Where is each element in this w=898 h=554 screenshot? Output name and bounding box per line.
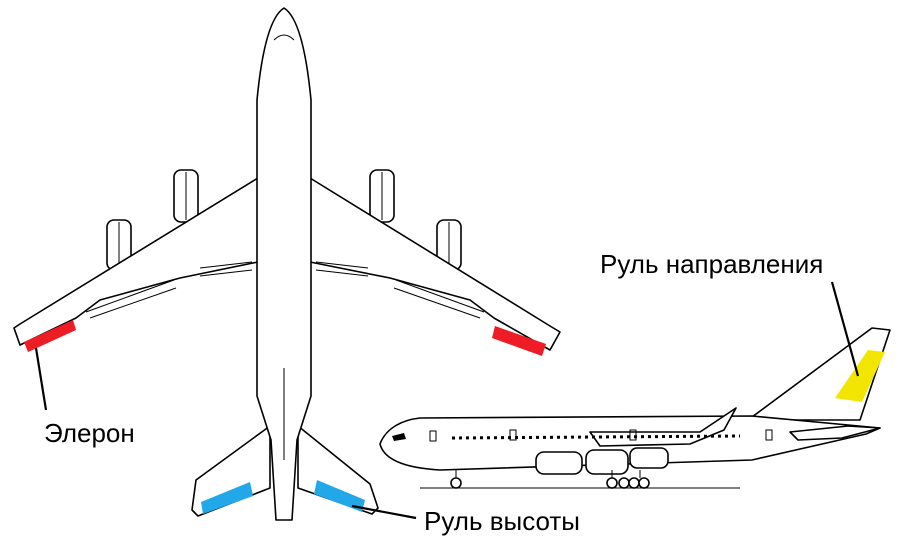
- side-engine-1: [535, 451, 583, 475]
- elevator-pointer: [351, 504, 417, 520]
- cockpit-window-side: [392, 433, 406, 441]
- cockpit-windows: [273, 34, 295, 41]
- landing-gear: [450, 470, 650, 489]
- left-aileron: [24, 320, 76, 352]
- rudder-label: Руль направления: [600, 249, 823, 279]
- right-aileron: [492, 326, 546, 356]
- engine-right-inner: [369, 169, 395, 223]
- door-4: [765, 429, 773, 441]
- right-flap-lines: [315, 261, 485, 319]
- side-engine-3: [629, 447, 669, 469]
- door-3: [629, 429, 637, 441]
- right-wing: [309, 177, 561, 351]
- left-wing: [13, 177, 259, 346]
- side-engine-2: [585, 449, 629, 475]
- rudder-pointer: [830, 281, 860, 377]
- right-elevator: [314, 480, 365, 512]
- aileron-label: Элерон: [44, 418, 135, 448]
- door-2: [509, 429, 517, 441]
- elevator-label: Руль высоты: [424, 506, 580, 536]
- fuselage-top: [256, 7, 312, 521]
- engine-left-inner: [173, 169, 199, 223]
- left-elevator: [201, 482, 253, 514]
- top-view-aircraft: [13, 7, 561, 521]
- door-1: [429, 430, 437, 442]
- left-flap-lines: [85, 261, 253, 319]
- rudder: [835, 350, 885, 402]
- side-stabilizer: [789, 425, 881, 441]
- side-view-aircraft: [379, 327, 891, 489]
- aileron-pointer: [34, 347, 48, 411]
- window-row: [451, 434, 741, 440]
